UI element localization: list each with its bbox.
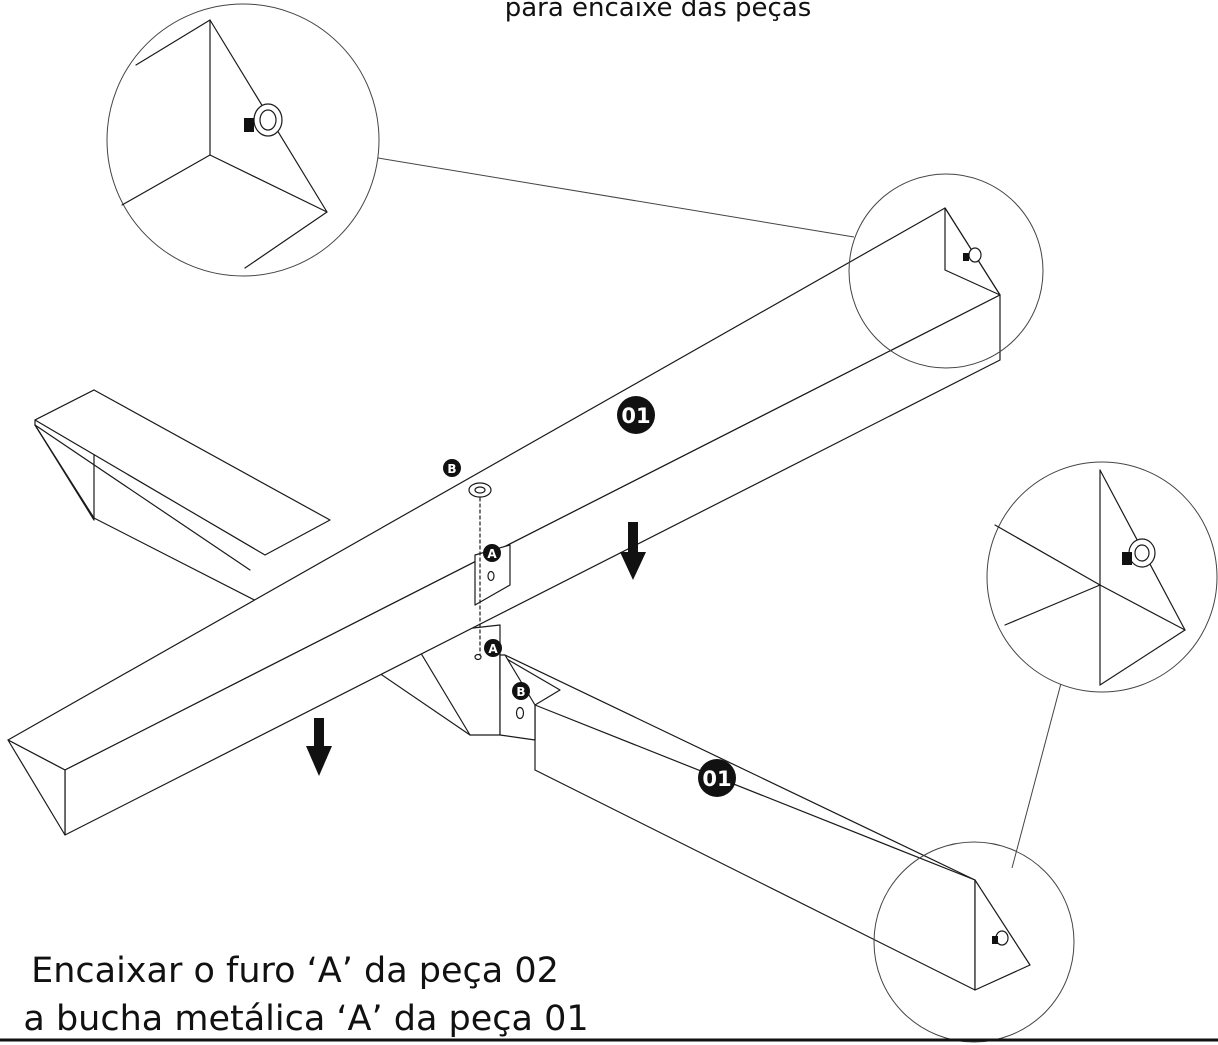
svg-text:A: A <box>488 642 498 656</box>
svg-text:A: A <box>487 547 497 561</box>
threaded-bushing-icon <box>992 930 1009 946</box>
caption-bottom-line1: Encaixar o furo ‘A’ da peça 02 <box>31 951 559 991</box>
arrow-down-icon <box>306 718 332 776</box>
hole-label-a-lower: A <box>484 639 502 657</box>
part-label-upper: 01 <box>617 396 655 434</box>
hole-label-a-upper: A <box>483 544 501 562</box>
detail-circle-lower-end <box>873 841 1075 1043</box>
hole-label-b-top: B <box>443 459 461 477</box>
threaded-bushing-icon <box>468 482 492 498</box>
svg-text:B: B <box>516 685 525 699</box>
detail-callout-top <box>106 3 380 277</box>
caption-top: para encaixe das peças <box>505 0 812 23</box>
hole-a-lower <box>474 653 482 661</box>
svg-text:01: 01 <box>702 767 731 791</box>
arrow-down-icon <box>620 522 646 580</box>
hole-b-lower <box>515 706 525 720</box>
detail-circle-upper-end <box>848 173 1044 369</box>
caption-bottom-line2: a bucha metálica ‘A’ da peça 01 <box>23 999 588 1039</box>
hole-label-b-lower: B <box>512 682 530 700</box>
front-beam <box>7 207 1001 836</box>
part-label-lower: 01 <box>698 759 736 797</box>
detail-callout-right <box>986 461 1218 693</box>
hole-a-upper <box>487 570 495 582</box>
threaded-bushing-icon <box>244 103 283 137</box>
svg-text:B: B <box>447 462 456 476</box>
threaded-bushing-icon <box>1122 538 1156 568</box>
threaded-bushing-icon <box>963 247 982 263</box>
svg-text:01: 01 <box>621 404 650 428</box>
